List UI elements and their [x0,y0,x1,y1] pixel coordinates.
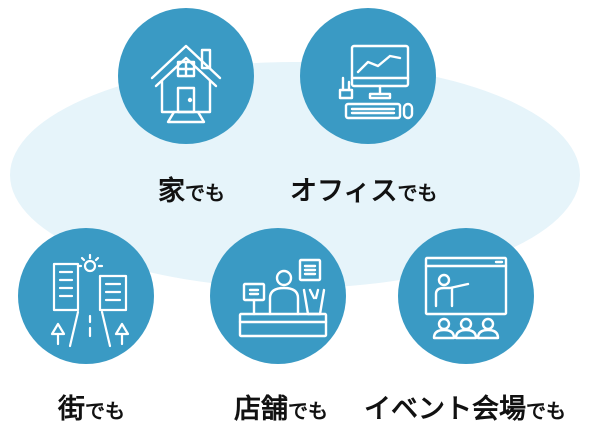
label-event: イベント会場でも [364,396,566,423]
label-office: オフィスでも [290,178,437,205]
label-city: 街でも [58,396,125,423]
label-home: 家でも [158,178,225,205]
label-shop: 店舗でも [234,396,328,423]
city-circle [18,228,154,364]
label-shop-suffix: でも [288,399,328,423]
house-icon [150,44,222,124]
label-office-main: オフィス [290,176,398,207]
label-home-suffix: でも [185,181,225,205]
label-city-suffix: でも [85,399,125,423]
label-city-main: 街 [58,394,85,425]
label-event-main: イベント会場 [364,394,526,425]
event-circle [398,228,534,364]
presentation-audience-icon [424,256,508,340]
label-event-suffix: でも [526,399,566,423]
house-circle [118,8,254,144]
office-computer-icon [338,44,414,120]
shop-circle [210,228,346,364]
label-office-suffix: でも [397,181,438,205]
city-street-icon [50,253,130,348]
label-home-main: 家 [158,176,185,207]
label-shop-main: 店舗 [234,394,288,425]
shop-counter-icon [238,258,328,338]
office-circle [300,8,436,144]
